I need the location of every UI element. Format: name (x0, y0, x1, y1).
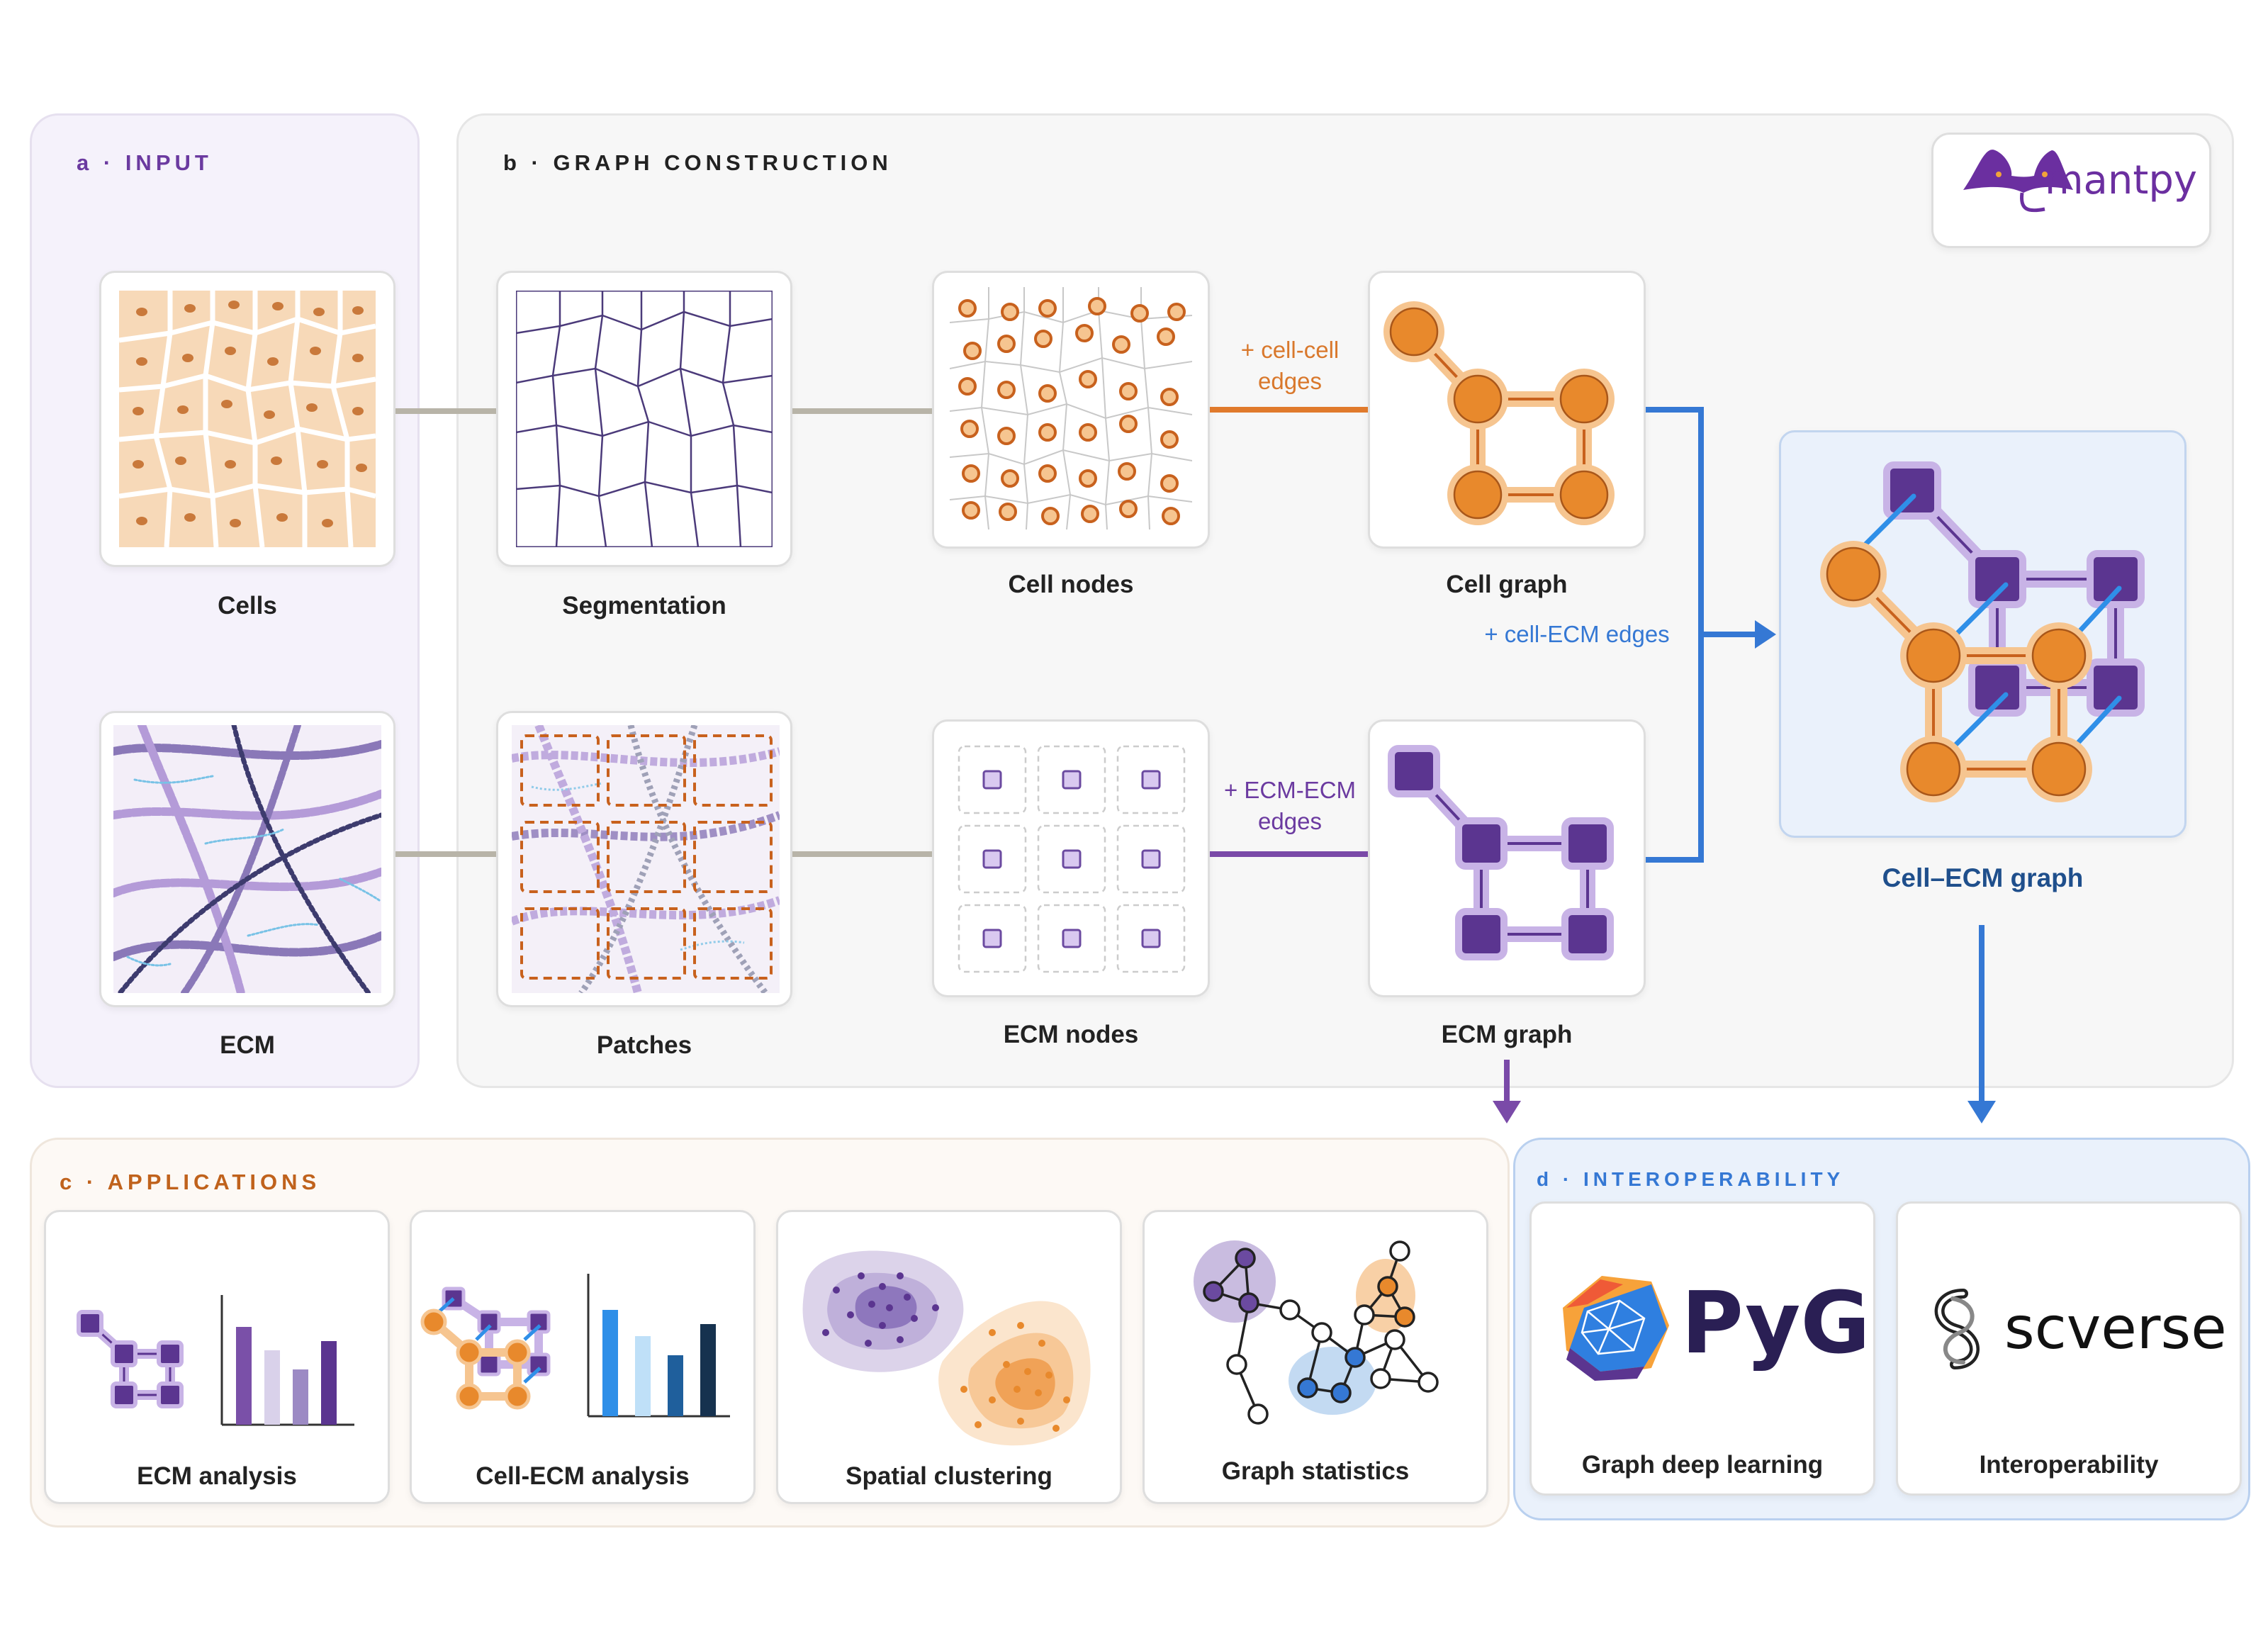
cells-label: Cells (218, 592, 277, 620)
segmentation-image (516, 291, 773, 547)
app-label-ecm-analysis: ECM analysis (137, 1462, 297, 1490)
scverse-label: Interoperability (1979, 1451, 2159, 1479)
mantpy-logo-card (1931, 133, 2211, 248)
scverse-card (1896, 1201, 2242, 1496)
app-label-graph-statistics: Graph statistics (1221, 1457, 1410, 1485)
panel-letter: b (503, 150, 521, 175)
patches-image (512, 725, 780, 993)
panel-letter: d (1537, 1168, 1554, 1190)
segmentation-label: Segmentation (562, 592, 726, 620)
cells-tissue-image (119, 291, 376, 547)
ecm-label: ECM (220, 1031, 275, 1059)
pyg-label: Graph deep learning (1581, 1451, 1824, 1479)
mantpy-logo-text: mantpy (2045, 157, 2198, 203)
ecm-graph-image (1388, 745, 1614, 960)
panel-letter: c (60, 1170, 77, 1194)
cell-ecm-graph-label: Cell–ECM graph (1882, 863, 2084, 892)
app-label-spatial-clustering: Spatial clustering (846, 1462, 1052, 1490)
ecm-nodes-image (958, 745, 1186, 973)
ecm-ecm-edges-label: + ECM-ECM edges (1205, 775, 1375, 837)
interop-panel-title: d · INTEROPERABILITY (1537, 1168, 1845, 1190)
graph-statistics-graphic (1194, 1240, 1439, 1425)
input-panel-title: a · INPUT (77, 150, 213, 175)
panel-title-text: APPLICATIONS (107, 1170, 321, 1194)
spatial-clustering-graphic (802, 1250, 1091, 1446)
app-label-cell-ecm-analysis: Cell-ECM analysis (476, 1462, 690, 1490)
ecm-nodes-label: ECM nodes (1003, 1021, 1139, 1048)
ecm-analysis-graphic (77, 1295, 354, 1426)
cell-nodes-image (950, 287, 1192, 529)
scverse-wordmark: scverse (2004, 1295, 2227, 1362)
cell-cell-edges-label: + cell-cell edges (1205, 335, 1375, 397)
connectors (395, 407, 1996, 1123)
scverse-logo-icon (1934, 1289, 1980, 1369)
panel-title-text: GRAPH CONSTRUCTION (553, 150, 892, 175)
edge-label-line: + cell-cell (1240, 337, 1340, 363)
edge-label-line: + ECM-ECM (1223, 777, 1357, 803)
pyg-logo-icon (1563, 1276, 1669, 1381)
cell-nodes-label: Cell nodes (1008, 571, 1134, 598)
cell-ecm-analysis-graphic (420, 1274, 730, 1418)
applications-panel-title: c · APPLICATIONS (60, 1170, 321, 1194)
edge-label-line: edges (1258, 808, 1322, 834)
ecm-graph-label: ECM graph (1441, 1021, 1573, 1048)
panel-title-text: INTEROPERABILITY (1583, 1168, 1845, 1190)
patches-label: Patches (596, 1031, 692, 1059)
cell-ecm-edges-label: + cell-ECM edges (1484, 621, 1670, 647)
panel-title-text: INPUT (125, 150, 213, 175)
pyg-wordmark: PyG (1681, 1274, 1870, 1373)
cell-graph-label: Cell graph (1446, 571, 1568, 598)
edge-label-line: edges (1258, 368, 1322, 394)
manta-ray-icon (1963, 150, 2073, 213)
graph-panel-title: b · GRAPH CONSTRUCTION (503, 150, 892, 175)
panel-letter: a (77, 150, 94, 175)
ecm-fibers-image (113, 725, 381, 993)
cell-ecm-graph-image (1820, 461, 2145, 802)
cell-graph-image (1383, 301, 1615, 525)
